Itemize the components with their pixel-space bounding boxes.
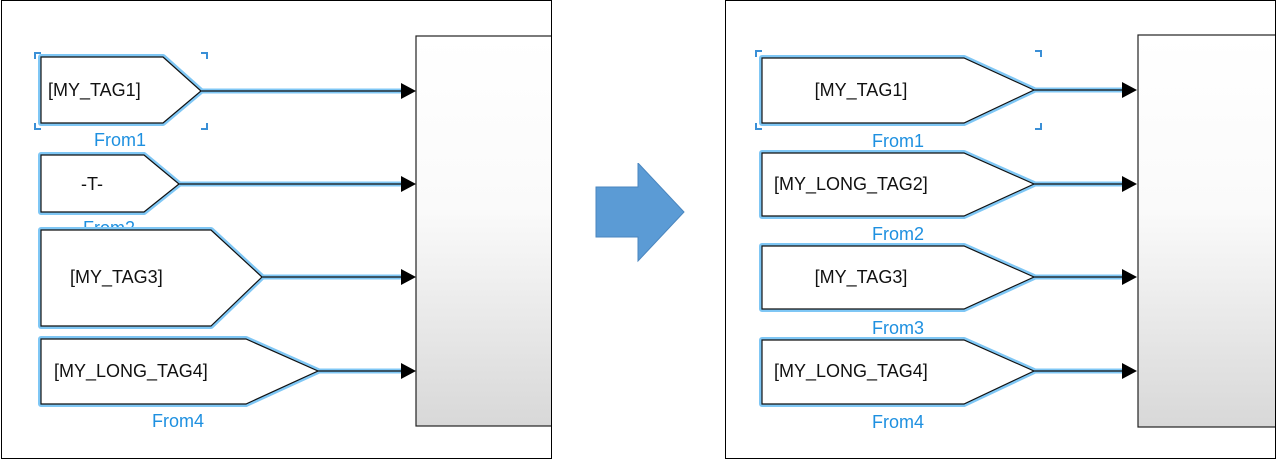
from-block-3[interactable]: [MY_TAG3]	[759, 243, 1037, 312]
from-block-name: From4	[152, 411, 204, 431]
signal-line-1[interactable]	[1034, 82, 1137, 98]
from-block-2[interactable]: [MY_LONG_TAG2]	[759, 150, 1037, 219]
from-block-4[interactable]: [MY_LONG_TAG4]	[759, 337, 1037, 407]
after-diagram-panel: [MY_TAG1] From1 [MY_LONG_TAG2] From2 [MY…	[725, 0, 1276, 459]
signal-line-4[interactable]	[318, 363, 416, 379]
right-arrow-icon	[595, 163, 685, 263]
from-block-name: From3	[872, 318, 924, 338]
from-block-4[interactable]: [MY_LONG_TAG4]	[38, 336, 321, 407]
signal-line-3[interactable]	[1034, 269, 1137, 285]
from-block-tag: [MY_TAG3]	[815, 267, 908, 288]
from-block-2[interactable]: -T-	[38, 152, 182, 215]
from-block-tag: [MY_LONG_TAG4]	[774, 361, 928, 382]
from-block-tag: [MY_LONG_TAG4]	[54, 361, 208, 382]
from-block-tag: [MY_TAG1]	[815, 80, 908, 101]
from-block-tag: [MY_TAG3]	[70, 267, 163, 288]
signal-line-2[interactable]	[1034, 176, 1137, 192]
destination-block[interactable]	[1137, 34, 1276, 428]
from-block-tag: [MY_TAG1]	[48, 80, 141, 101]
signal-line-1[interactable]	[201, 83, 416, 99]
signal-line-3[interactable]	[262, 269, 416, 285]
from-block-name: From1	[94, 130, 146, 150]
from-block-1[interactable]: [MY_TAG1]	[38, 54, 204, 126]
from-block-3[interactable]: [MY_TAG3]	[38, 227, 265, 329]
from-block-1[interactable]: [MY_TAG1]	[759, 55, 1037, 126]
signal-line-4[interactable]	[1034, 363, 1137, 379]
before-diagram-canvas: [MY_TAG1] From1 From2 -T- From3 [MY_TAG3…	[34, 35, 552, 431]
from-block-name: From2	[872, 224, 924, 244]
from-block-name: From4	[872, 412, 924, 432]
selection-handles	[34, 52, 208, 130]
from-block-tag: [MY_LONG_TAG2]	[774, 174, 928, 195]
signal-line-2[interactable]	[179, 176, 416, 192]
destination-block[interactable]	[415, 35, 552, 427]
before-diagram-panel: [MY_TAG1] From1 From2 -T- From3 [MY_TAG3…	[1, 0, 552, 459]
selection-handles	[755, 50, 1042, 130]
from-block-name: From1	[872, 131, 924, 151]
after-diagram-canvas: [MY_TAG1] From1 [MY_LONG_TAG2] From2 [MY…	[755, 34, 1276, 432]
from-block-tag: -T-	[81, 174, 103, 194]
